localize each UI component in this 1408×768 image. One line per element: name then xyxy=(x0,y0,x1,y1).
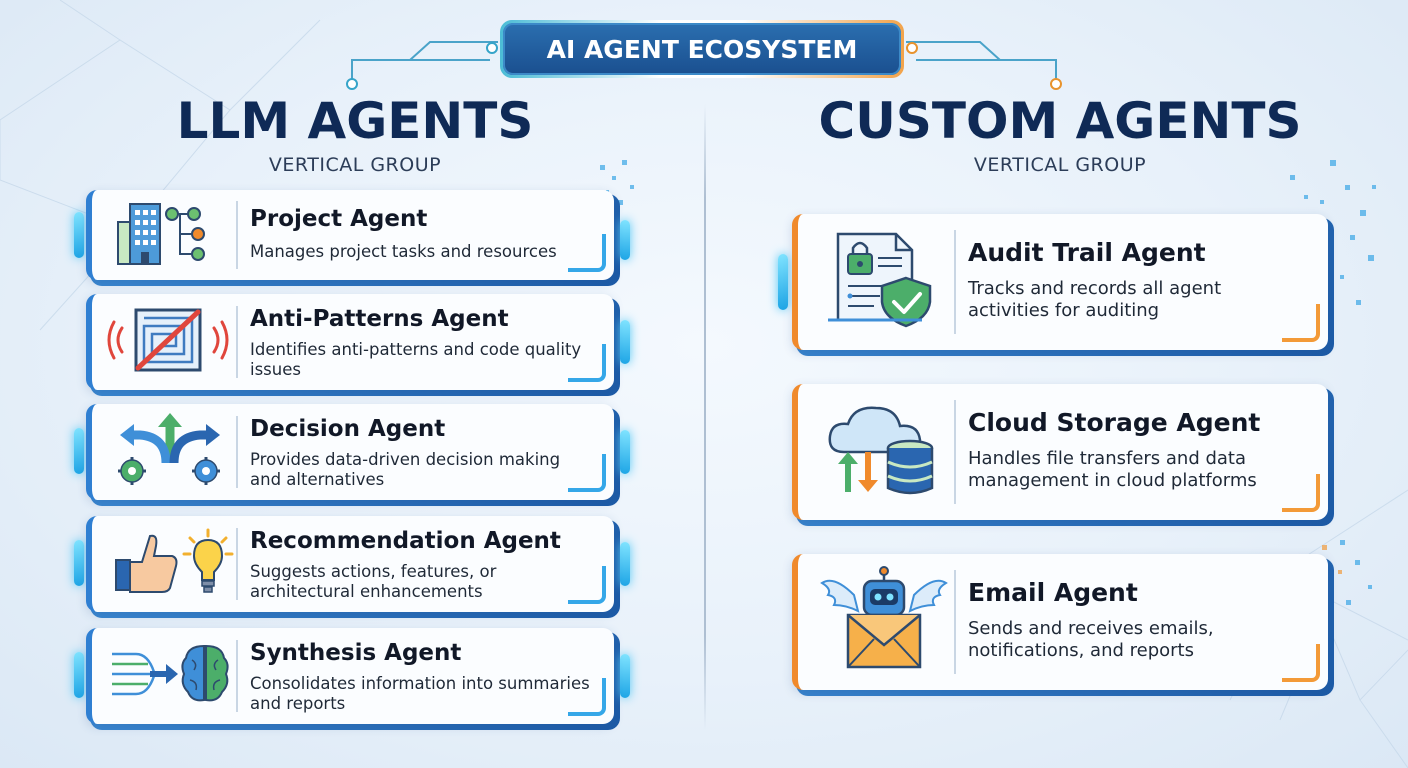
card-corner-accent xyxy=(568,678,606,716)
llm-agents-subtitle: VERTICAL GROUP xyxy=(268,154,442,176)
card-corner-accent xyxy=(1282,474,1320,512)
maze-prohibited-icon xyxy=(106,304,230,380)
card-glow-right xyxy=(620,320,630,364)
center-divider xyxy=(704,104,706,730)
card-glow-right xyxy=(620,542,630,586)
custom-agents-title: CUSTOM AGENTS xyxy=(818,92,1302,150)
agent-description: Manages project tasks and resources xyxy=(250,242,557,261)
card-corner-accent xyxy=(568,454,606,492)
card-glow-left xyxy=(74,540,84,586)
agent-name: Anti-Patterns Agent xyxy=(250,306,509,332)
card-glow-left xyxy=(778,254,788,310)
card-corner-accent xyxy=(568,234,606,272)
agent-card-decision[interactable]: Decision Agent Provides data-driven deci… xyxy=(74,404,630,506)
llm-agents-title: LLM AGENTS xyxy=(176,92,534,150)
card-glow-left xyxy=(74,212,84,258)
card-glow-right xyxy=(620,430,630,474)
agent-name: Email Agent xyxy=(968,578,1138,607)
agent-description: Handles file transfers and data manageme… xyxy=(968,448,1257,491)
agent-name: Synthesis Agent xyxy=(250,640,462,666)
card-corner-accent xyxy=(1282,644,1320,682)
card-glow-right xyxy=(620,654,630,698)
thumbs-up-lightbulb-icon xyxy=(110,526,234,602)
merge-arrows-brain-icon xyxy=(108,638,232,714)
agent-card-synthesis[interactable]: Synthesis Agent Consolidates information… xyxy=(74,628,630,730)
agent-card-project[interactable]: Project Agent Manages project tasks and … xyxy=(74,190,630,286)
custom-agents-subtitle: VERTICAL GROUP xyxy=(973,154,1147,176)
branching-arrows-gears-icon xyxy=(110,411,230,493)
agent-name: Audit Trail Agent xyxy=(968,238,1206,267)
document-lock-shield-icon xyxy=(824,230,944,334)
agent-name: Cloud Storage Agent xyxy=(968,408,1261,437)
agent-card-audit-trail[interactable]: Audit Trail Agent Tracks and records all… xyxy=(778,214,1334,356)
agent-description: Identifies anti-patterns and code qualit… xyxy=(250,340,582,379)
card-corner-accent xyxy=(1282,304,1320,342)
agent-description: Tracks and records all agent activities … xyxy=(968,278,1222,321)
card-glow-right xyxy=(620,220,630,260)
agent-card-anti-patterns[interactable]: Anti-Patterns Agent Identifies anti-patt… xyxy=(86,294,630,396)
card-glow-left xyxy=(74,652,84,698)
building-network-icon xyxy=(108,198,228,272)
agent-name: Project Agent xyxy=(250,206,428,232)
agent-card-email[interactable]: Email Agent Sends and receives emails, n… xyxy=(792,554,1334,696)
agent-description: Suggests actions, features, or architect… xyxy=(250,562,497,601)
agent-card-recommendation[interactable]: Recommendation Agent Suggests actions, f… xyxy=(74,516,630,618)
agent-description: Provides data-driven decision making and… xyxy=(250,450,561,489)
agent-card-cloud-storage[interactable]: Cloud Storage Agent Handles file transfe… xyxy=(792,384,1334,526)
agent-name: Decision Agent xyxy=(250,416,446,442)
card-corner-accent xyxy=(568,344,606,382)
agent-description: Consolidates information into summaries … xyxy=(250,674,590,713)
card-corner-accent xyxy=(568,566,606,604)
agent-name: Recommendation Agent xyxy=(250,528,561,554)
card-glow-left xyxy=(74,428,84,474)
winged-robot-envelope-icon xyxy=(818,565,950,679)
cloud-database-transfer-icon xyxy=(824,400,944,504)
ecosystem-title: AI AGENT ECOSYSTEM xyxy=(503,23,901,75)
agent-description: Sends and receives emails, notifications… xyxy=(968,618,1214,661)
ecosystem-banner: AI AGENT ECOSYSTEM xyxy=(500,20,904,78)
